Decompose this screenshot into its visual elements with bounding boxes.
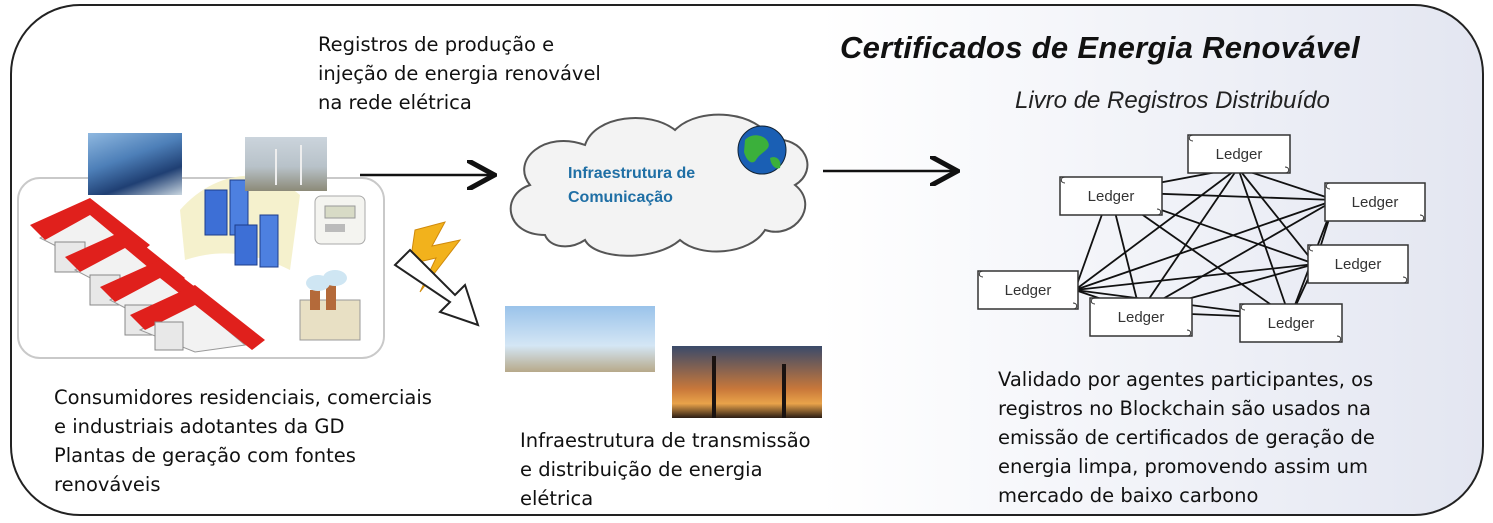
communication-cloud xyxy=(509,113,809,257)
power-flow-arrow xyxy=(393,248,480,327)
energy-meter-icon xyxy=(314,195,366,245)
production-records-note: Registros de produção e injeção de energ… xyxy=(318,33,601,114)
ledger-label-1: Ledger xyxy=(1216,146,1263,163)
ledger-label-2: Ledger xyxy=(1088,188,1135,205)
consumers-description: Consumidores residenciais, comerciais e … xyxy=(54,386,432,496)
ledger-label-7: Ledger xyxy=(1268,315,1315,332)
houses-illustration xyxy=(30,198,265,353)
transmission-towers-photo xyxy=(505,306,655,372)
ledger-node-4: Ledger xyxy=(1307,244,1409,284)
grid-infrastructure-description: Infraestrutura de transmissão e distribu… xyxy=(520,429,811,510)
ledger-node-6: Ledger xyxy=(1089,297,1193,337)
distribution-poles-photo xyxy=(672,346,822,418)
ledger-node-2: Ledger xyxy=(1059,176,1163,216)
globe-icon xyxy=(737,125,787,175)
ledger-node-3: Ledger xyxy=(1324,182,1426,222)
wind-turbines-photo xyxy=(245,137,327,191)
factory-icon xyxy=(299,270,361,341)
ledger-label-4: Ledger xyxy=(1335,256,1382,273)
ledger-node-1: Ledger xyxy=(1187,134,1291,174)
solar-panels-photo xyxy=(88,133,182,195)
ledger-label-6: Ledger xyxy=(1118,309,1165,326)
page-subtitle: Livro de Registros Distribuído xyxy=(1015,87,1330,114)
blockchain-validation-description: Validado por agentes participantes, os r… xyxy=(998,368,1375,507)
office-buildings-illustration xyxy=(180,175,300,270)
ledger-node-7: Ledger xyxy=(1239,303,1343,343)
ledger-label-3: Ledger xyxy=(1352,194,1399,211)
ledger-node-5: Ledger xyxy=(977,270,1079,310)
page-title: Certificados de Energia Renovável xyxy=(840,30,1360,65)
ledger-label-5: Ledger xyxy=(1005,282,1052,299)
communication-infrastructure-label: Infraestrutura de Comunicação xyxy=(568,165,696,206)
